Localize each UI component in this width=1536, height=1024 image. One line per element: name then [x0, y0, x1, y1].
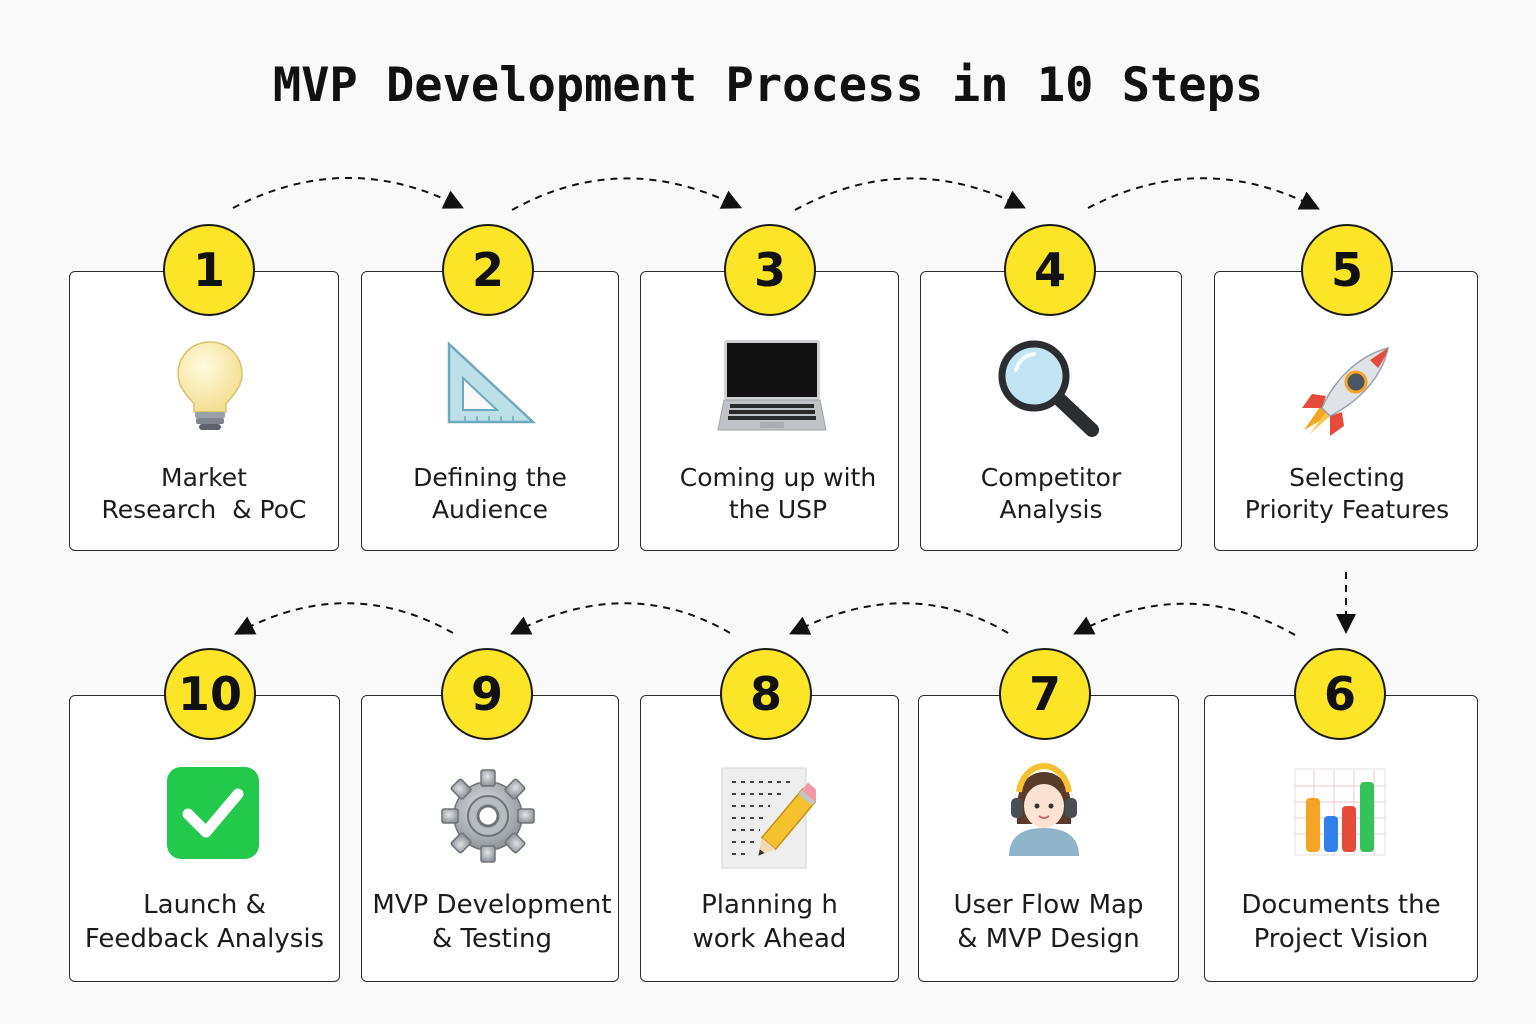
step-number-badge: 1: [163, 224, 255, 316]
arrow-7-8: [789, 602, 1009, 635]
checkmark-icon: [167, 767, 259, 859]
user-headset-icon: [1009, 762, 1079, 856]
step-number-badge: 3: [724, 224, 816, 316]
page-title: MVP Development Process in 10 Steps: [272, 58, 1264, 113]
step-number-badge: 7: [999, 648, 1091, 740]
step-number-badge: 8: [720, 648, 812, 740]
step-label-6: Documents the Project Vision: [1241, 890, 1441, 954]
magnifying-glass-icon: [998, 340, 1099, 437]
set-square-icon: [447, 341, 537, 424]
step-label-10: Launch & Feedback Analysis: [84, 890, 325, 954]
arrow-3-4: [794, 177, 1027, 211]
step-number-badge: 4: [1004, 224, 1096, 316]
step-label-5: Selecting Priority Features: [1244, 463, 1450, 524]
arrow-8-9: [510, 602, 731, 635]
step-label-4: Competitor Analysis: [980, 463, 1122, 524]
notepad-pencil-icon: [721, 767, 816, 869]
step-label-3: Coming up with the USP: [679, 463, 877, 524]
arrow-1-2: [232, 177, 464, 209]
step-label-7: User Flow Map & MVP Design: [953, 890, 1144, 954]
step-number-badge: 6: [1294, 648, 1386, 740]
arrow-6-7: [1073, 602, 1296, 636]
gear-icon: [441, 769, 535, 863]
lightbulb-icon: [177, 341, 243, 430]
step-label-8: Planning h work Ahead: [692, 890, 847, 954]
laptop-icon: [717, 340, 827, 431]
step-label-9: MVP Development & Testing: [372, 890, 612, 954]
step-number-badge: 2: [442, 224, 534, 316]
step-number-badge: 9: [441, 648, 533, 740]
rocket-icon: [1302, 346, 1389, 436]
step-number-badge: 10: [164, 648, 256, 740]
arrow-2-3: [511, 177, 743, 211]
step-card-4: [920, 271, 1182, 551]
step-number-badge: 5: [1301, 224, 1393, 316]
arrow-4-5: [1087, 177, 1320, 210]
step-label-1: Market Research & PoC: [101, 463, 307, 524]
bar-chart-icon: [1294, 768, 1386, 856]
arrow-9-10: [234, 602, 454, 635]
step-label-2: Defining the Audience: [413, 463, 567, 524]
